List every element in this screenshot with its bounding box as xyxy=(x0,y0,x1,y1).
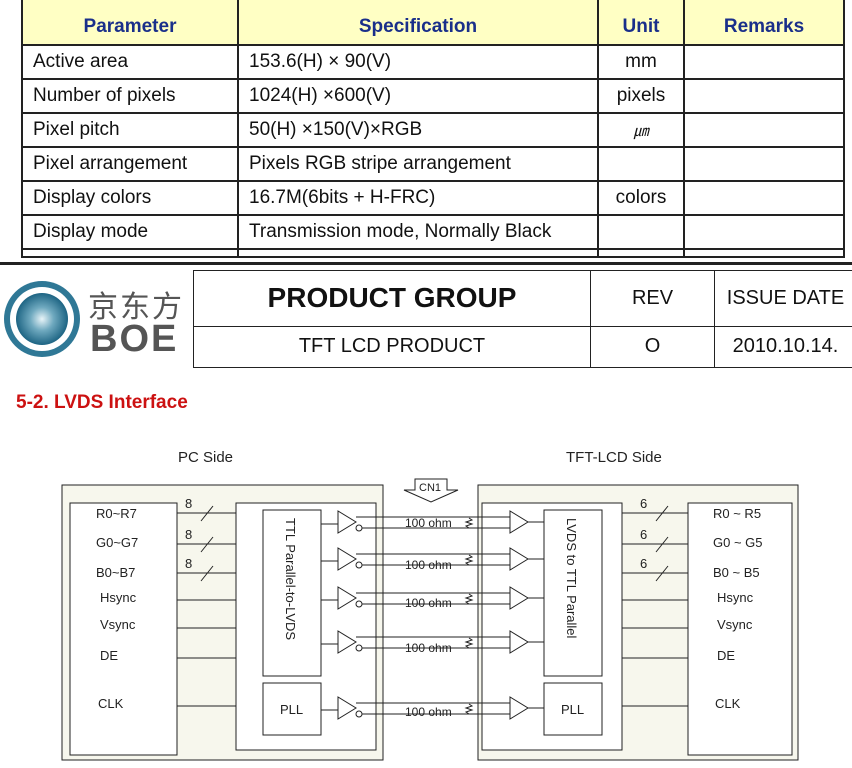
pc-bus-width-g: 8 xyxy=(185,527,192,542)
lvds-clock-channel: 100 ohm xyxy=(321,696,544,720)
pc-signal-box xyxy=(69,502,178,756)
cell-parameter: Pixel arrangement xyxy=(21,146,239,182)
pc-bus-width-r: 8 xyxy=(185,496,192,511)
pc-signal-clk: CLK xyxy=(98,696,124,711)
table-row: Pixel arrangement Pixels RGB stripe arra… xyxy=(21,146,845,182)
header-parameter: Parameter xyxy=(21,0,239,46)
pc-signal-r: R0~R7 xyxy=(96,506,137,521)
cell-remarks xyxy=(683,180,845,216)
cell-specification: 16.7M(6bits + H-FRC) xyxy=(237,180,599,216)
connector-arrow-icon xyxy=(403,478,459,503)
tx-pll-box xyxy=(262,682,322,736)
spec-table: Parameter Specification Unit Remarks Act… xyxy=(21,0,845,258)
tft-signal-clk: CLK xyxy=(715,696,741,711)
cell-unit: colors xyxy=(597,180,685,216)
cell-remarks xyxy=(683,214,845,250)
tft-side-label: TFT-LCD Side xyxy=(566,449,662,466)
header-unit: Unit xyxy=(597,0,685,46)
table-row: Active area 153.6(H) × 90(V) mm xyxy=(21,44,845,80)
pc-signal-hsync: Hsync xyxy=(100,590,137,605)
lvds-channel: 100 ohm xyxy=(321,630,544,655)
svg-text:100 ohm: 100 ohm xyxy=(405,596,452,610)
tx-block-label: TTL Parallel-to-LVDS xyxy=(283,518,298,640)
tft-signal-g: G0 ~ G5 xyxy=(713,535,763,550)
lvds-diagram: PC Side TFT-LCD Side CN1 R0~R7 G0~G7 B0~… xyxy=(61,449,799,761)
cell-specification: 50(H) ×150(V)×RGB xyxy=(237,112,599,148)
rx-deserializer-box xyxy=(543,509,603,677)
rx-pll-label: PLL xyxy=(561,702,584,717)
pc-side-label: PC Side xyxy=(178,449,233,466)
rx-pll-box xyxy=(543,682,603,736)
cell-parameter: Number of pixels xyxy=(21,78,239,114)
svg-text:100 ohm: 100 ohm xyxy=(405,516,452,530)
header-divider xyxy=(0,262,852,265)
tft-bus-width-r: 6 xyxy=(640,496,647,511)
lvds-channel: 100 ohm xyxy=(321,586,544,610)
cell-specification: Pixels RGB stripe arrangement xyxy=(237,146,599,182)
issue-date-label: ISSUE DATE xyxy=(714,270,852,327)
table-row: Number of pixels 1024(H) ×600(V) pixels xyxy=(21,78,845,114)
cell-unit: mm xyxy=(597,44,685,80)
table-row: Display mode Transmission mode, Normally… xyxy=(21,214,845,250)
rx-block-label: LVDS to TTL Parallel xyxy=(564,518,579,639)
spec-header-row: Parameter Specification Unit Remarks xyxy=(21,0,845,46)
cell-parameter: Display mode xyxy=(21,214,239,250)
cell-unit xyxy=(597,214,685,250)
svg-text:100 ohm: 100 ohm xyxy=(405,641,452,655)
header-specification: Specification xyxy=(237,0,599,46)
issue-date-value: 2010.10.14. xyxy=(714,325,852,369)
pc-signal-de: DE xyxy=(100,648,118,663)
table-row: Display colors 16.7M(6bits + H-FRC) colo… xyxy=(21,180,845,216)
cell-unit xyxy=(597,146,685,182)
document-header: PRODUCT GROUP REV ISSUE DATE TFT LCD PRO… xyxy=(193,270,852,369)
pc-signal-g: G0~G7 xyxy=(96,535,138,550)
tx-serializer-box xyxy=(262,509,322,677)
tft-signal-b: B0 ~ B5 xyxy=(713,565,760,580)
cell-unit: ㎛ xyxy=(597,112,685,148)
svg-text:100 ohm: 100 ohm xyxy=(405,705,452,719)
cell-specification: 1024(H) ×600(V) xyxy=(237,78,599,114)
tft-signal-hsync: Hsync xyxy=(717,590,754,605)
tft-signal-box xyxy=(687,502,793,756)
tft-signal-r: R0 ~ R5 xyxy=(713,506,761,521)
tft-bus-width-b: 6 xyxy=(640,556,647,571)
section-title: 5-2. LVDS Interface xyxy=(16,392,188,413)
product-name: TFT LCD PRODUCT xyxy=(193,325,591,369)
pc-signal-b: B0~B7 xyxy=(96,565,135,580)
cell-specification: 153.6(H) × 90(V) xyxy=(237,44,599,80)
product-group-title: PRODUCT GROUP xyxy=(193,270,591,327)
cell-parameter: Pixel pitch xyxy=(21,112,239,148)
svg-text:100 ohm: 100 ohm xyxy=(405,558,452,572)
header-remarks: Remarks xyxy=(683,0,845,46)
lvds-channel: 100 ohm xyxy=(321,547,544,572)
tft-bus-width-g: 6 xyxy=(640,527,647,542)
logo-boe-text: BOE xyxy=(90,318,179,360)
cell-parameter: Display colors xyxy=(21,180,239,216)
cell-remarks xyxy=(683,112,845,148)
boe-logo-icon xyxy=(4,281,80,357)
pc-signal-vsync: Vsync xyxy=(100,617,136,632)
connector-label: CN1 xyxy=(419,482,441,494)
pc-bus-width-b: 8 xyxy=(185,556,192,571)
cell-remarks xyxy=(683,44,845,80)
rev-label: REV xyxy=(590,270,715,327)
cell-parameter: Active area xyxy=(21,44,239,80)
rev-value: O xyxy=(590,325,715,369)
table-row: Pixel pitch 50(H) ×150(V)×RGB ㎛ xyxy=(21,112,845,148)
boe-logo xyxy=(0,270,193,366)
cell-remarks xyxy=(683,146,845,182)
lvds-channel: 100 ohm xyxy=(321,510,544,534)
tx-pll-label: PLL xyxy=(280,702,303,717)
cell-unit: pixels xyxy=(597,78,685,114)
cell-specification: Transmission mode, Normally Black xyxy=(237,214,599,250)
tft-signal-vsync: Vsync xyxy=(717,617,753,632)
logo-chinese-text: 京东方 xyxy=(88,291,184,324)
cell-remarks xyxy=(683,78,845,114)
table-row-clipped xyxy=(21,248,845,258)
tft-signal-de: DE xyxy=(717,648,735,663)
